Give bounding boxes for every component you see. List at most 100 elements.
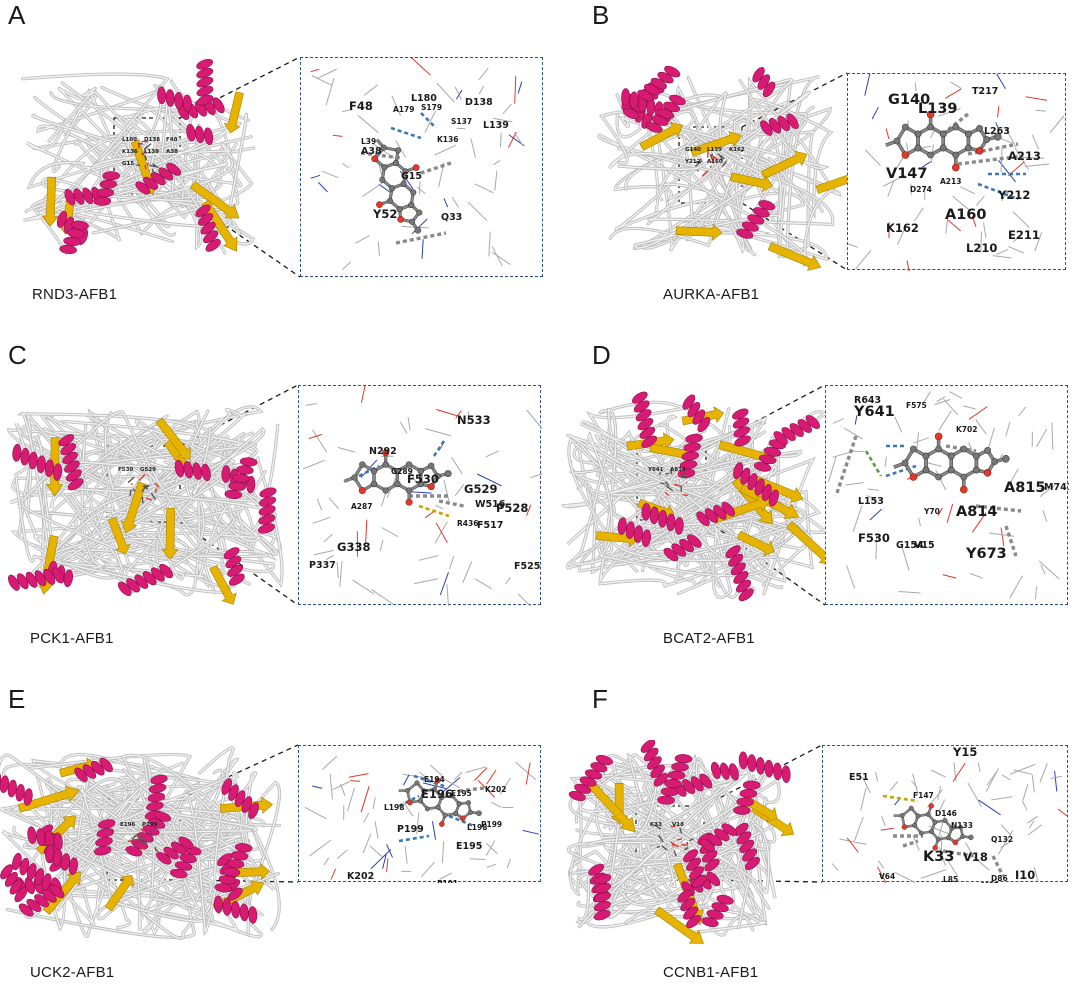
beta-strand [760,150,808,180]
beta-strand [189,181,240,219]
coil-highlight [28,753,191,851]
residue-label: L180 [411,93,437,104]
residue-label: L139 [918,101,958,117]
alpha-helix [45,844,79,876]
residue-label: K162 [886,221,919,235]
residue-label: P337 [309,560,336,571]
alpha-helix [663,534,702,562]
overview-residue-label: E196 [120,822,135,828]
coil-highlight [64,794,257,880]
alpha-helix [0,864,28,903]
alpha-helix [733,822,760,871]
residue-label: Y641 [853,404,895,420]
residue-label: F575 [906,401,927,410]
alpha-helix [733,462,779,507]
overview-residue-label: G529 [140,467,156,473]
coil-highlight [15,456,236,593]
residue-label: D146 [935,809,957,818]
interaction-lines [360,112,452,245]
alpha-helix [59,220,89,255]
coil-highlight [77,785,263,922]
afb1-ligand [885,110,1002,172]
residue-label: A213 [940,177,961,186]
residue-label: E194 [424,775,445,784]
protein-overview-c: F530 G529 [6,405,284,605]
afb1-ligand [893,803,974,851]
panel-caption-c: PCK1-AFB1 [30,630,114,647]
residue-label: G15 [401,171,422,182]
coil-highlight [148,410,236,574]
residue-label: W516 [475,499,506,510]
residue-label: K202 [485,785,506,794]
residue-sticks [831,762,1068,883]
residue-label: L198 [384,803,404,812]
overview-residue-label: F530 [118,467,133,473]
beta-strand [201,199,238,252]
coil-highlight [653,876,766,934]
residue-label: R643 [854,395,881,406]
residue-label: N133 [951,821,973,830]
residue-label: P199 [481,820,502,829]
alpha-helix [677,433,703,479]
coil-highlight [97,408,250,585]
coil-highlight [608,110,702,170]
overview-residue-label: Y212 [684,159,701,165]
alpha-helix [640,740,669,787]
ligand-cluster [654,824,694,857]
panel-letter-a: A [8,0,26,30]
residue-label: L210 [966,241,997,255]
alpha-helix [725,545,754,602]
panel-letter-e: E [8,684,26,714]
residue-label: V15 [914,540,935,551]
alpha-helix [117,563,174,596]
coil-highlight [568,438,777,562]
residue-label: D138 [465,97,493,108]
overview-residue-label: A38 [166,149,178,155]
alpha-helix [157,86,192,113]
coil-highlight [19,413,197,572]
residue-label: K33 [923,849,954,865]
coil-highlight [609,92,740,247]
beta-strand [155,417,191,461]
residue-sticks [310,58,525,270]
coil-highlight [742,98,833,217]
overview-residue-label: G140 [685,147,701,153]
panel-letter-d: D [592,340,611,370]
coil-highlight [598,105,834,266]
ligand-cluster [127,474,160,504]
beta-strand [107,516,131,555]
alpha-helix [617,517,651,547]
overview-residue-label: P199 [142,822,158,828]
residue-label: L85 [943,875,958,883]
alpha-helix [27,826,63,851]
coil-highlight [25,411,210,562]
beta-strand [639,122,683,151]
residue-label: F517 [477,520,503,531]
alpha-helix [641,502,684,535]
beta-strand [815,170,850,194]
residue-label: A160 [945,207,987,223]
residue-label: Y212 [997,188,1030,202]
residue-label: P199 [397,824,424,835]
alpha-helix [752,66,776,98]
coil-highlight [18,411,225,580]
residue-label: L263 [984,126,1010,137]
alpha-helix [214,843,253,893]
alpha-helix [732,408,751,447]
residue-label: K702 [956,425,977,434]
coil-highlight [589,434,732,599]
alpha-helix [593,874,612,921]
afb1-ligand [343,449,452,506]
alpha-helix [224,457,258,499]
residue-label: F530 [407,472,439,486]
residue-label: Y15 [952,746,977,759]
residue-label: K136 [437,135,458,144]
panel-caption-e: UCK2-AFB1 [30,964,115,981]
beta-strand [754,475,804,503]
residue-label: P191 [437,879,458,883]
ligand-cluster [694,151,728,177]
interaction-lines [398,774,485,843]
